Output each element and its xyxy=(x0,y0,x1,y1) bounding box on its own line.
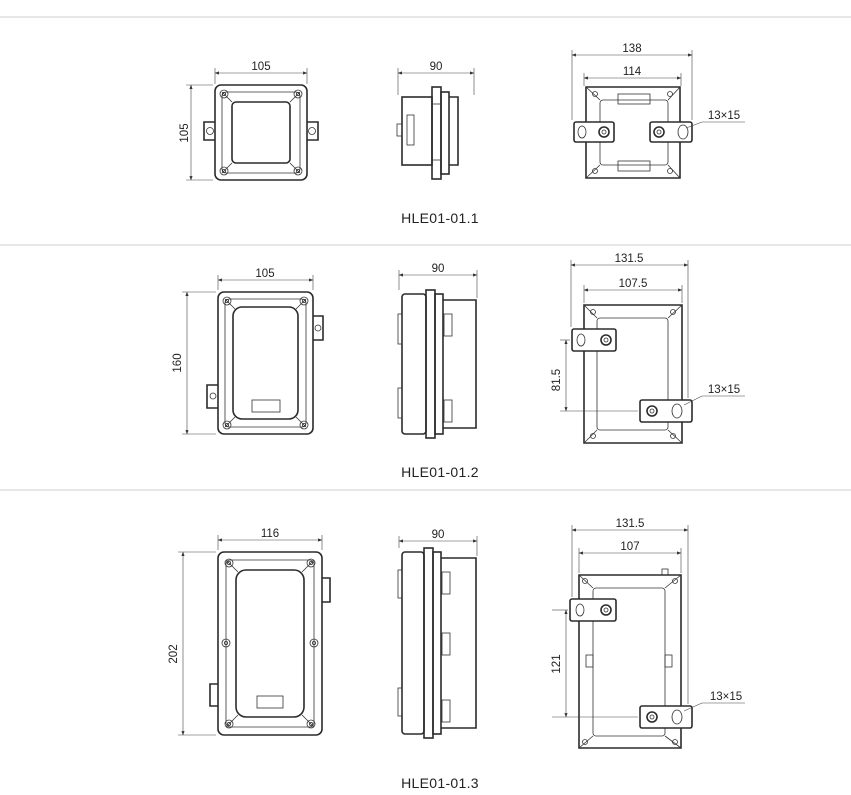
row1-mount-outer-width: 138 xyxy=(622,43,641,55)
row-1-drawings xyxy=(186,50,745,181)
row1-mount-view xyxy=(573,86,693,179)
row3-model-label: HLE01-01.3 xyxy=(401,775,479,791)
row3-mount-view xyxy=(569,568,693,749)
row2-front-width: 105 xyxy=(255,268,274,280)
row2-hole-size: 13×15 xyxy=(708,384,740,396)
row2-side-view xyxy=(397,289,477,439)
row3-side-view xyxy=(397,547,477,739)
row3-side-depth: 90 xyxy=(432,529,445,541)
row1-front-view xyxy=(203,84,319,181)
row2-model-label: HLE01-01.2 xyxy=(401,464,479,480)
row1-side-depth: 90 xyxy=(430,61,443,73)
row2-side-depth: 90 xyxy=(432,263,445,275)
row3-front-height: 202 xyxy=(168,644,180,663)
row-3-drawings xyxy=(178,525,745,749)
row1-side-view xyxy=(396,86,459,180)
row1-front-width: 105 xyxy=(251,61,270,73)
row-2-drawings xyxy=(182,260,745,444)
row3-hole-spacing: 121 xyxy=(551,654,563,673)
row1-hole-size: 13×15 xyxy=(708,110,740,122)
row2-mount-inner-width: 107.5 xyxy=(619,278,648,290)
row3-front-width: 116 xyxy=(261,528,279,540)
row1-mount-inner-width: 114 xyxy=(623,66,642,78)
row1-front-height: 105 xyxy=(179,123,191,142)
row3-mount-inner-width: 107 xyxy=(620,541,639,553)
row1-model-label: HLE01-01.1 xyxy=(401,210,479,226)
row2-front-height: 160 xyxy=(172,353,184,372)
row2-mount-outer-width: 131.5 xyxy=(615,253,644,265)
row2-mount-view xyxy=(571,304,693,444)
row2-front-view xyxy=(206,291,324,435)
row2-hole-spacing: 81.5 xyxy=(551,369,563,391)
row3-mount-outer-width: 131.5 xyxy=(616,518,645,530)
row3-hole-size: 13×15 xyxy=(710,691,742,703)
row3-front-view xyxy=(209,551,331,736)
